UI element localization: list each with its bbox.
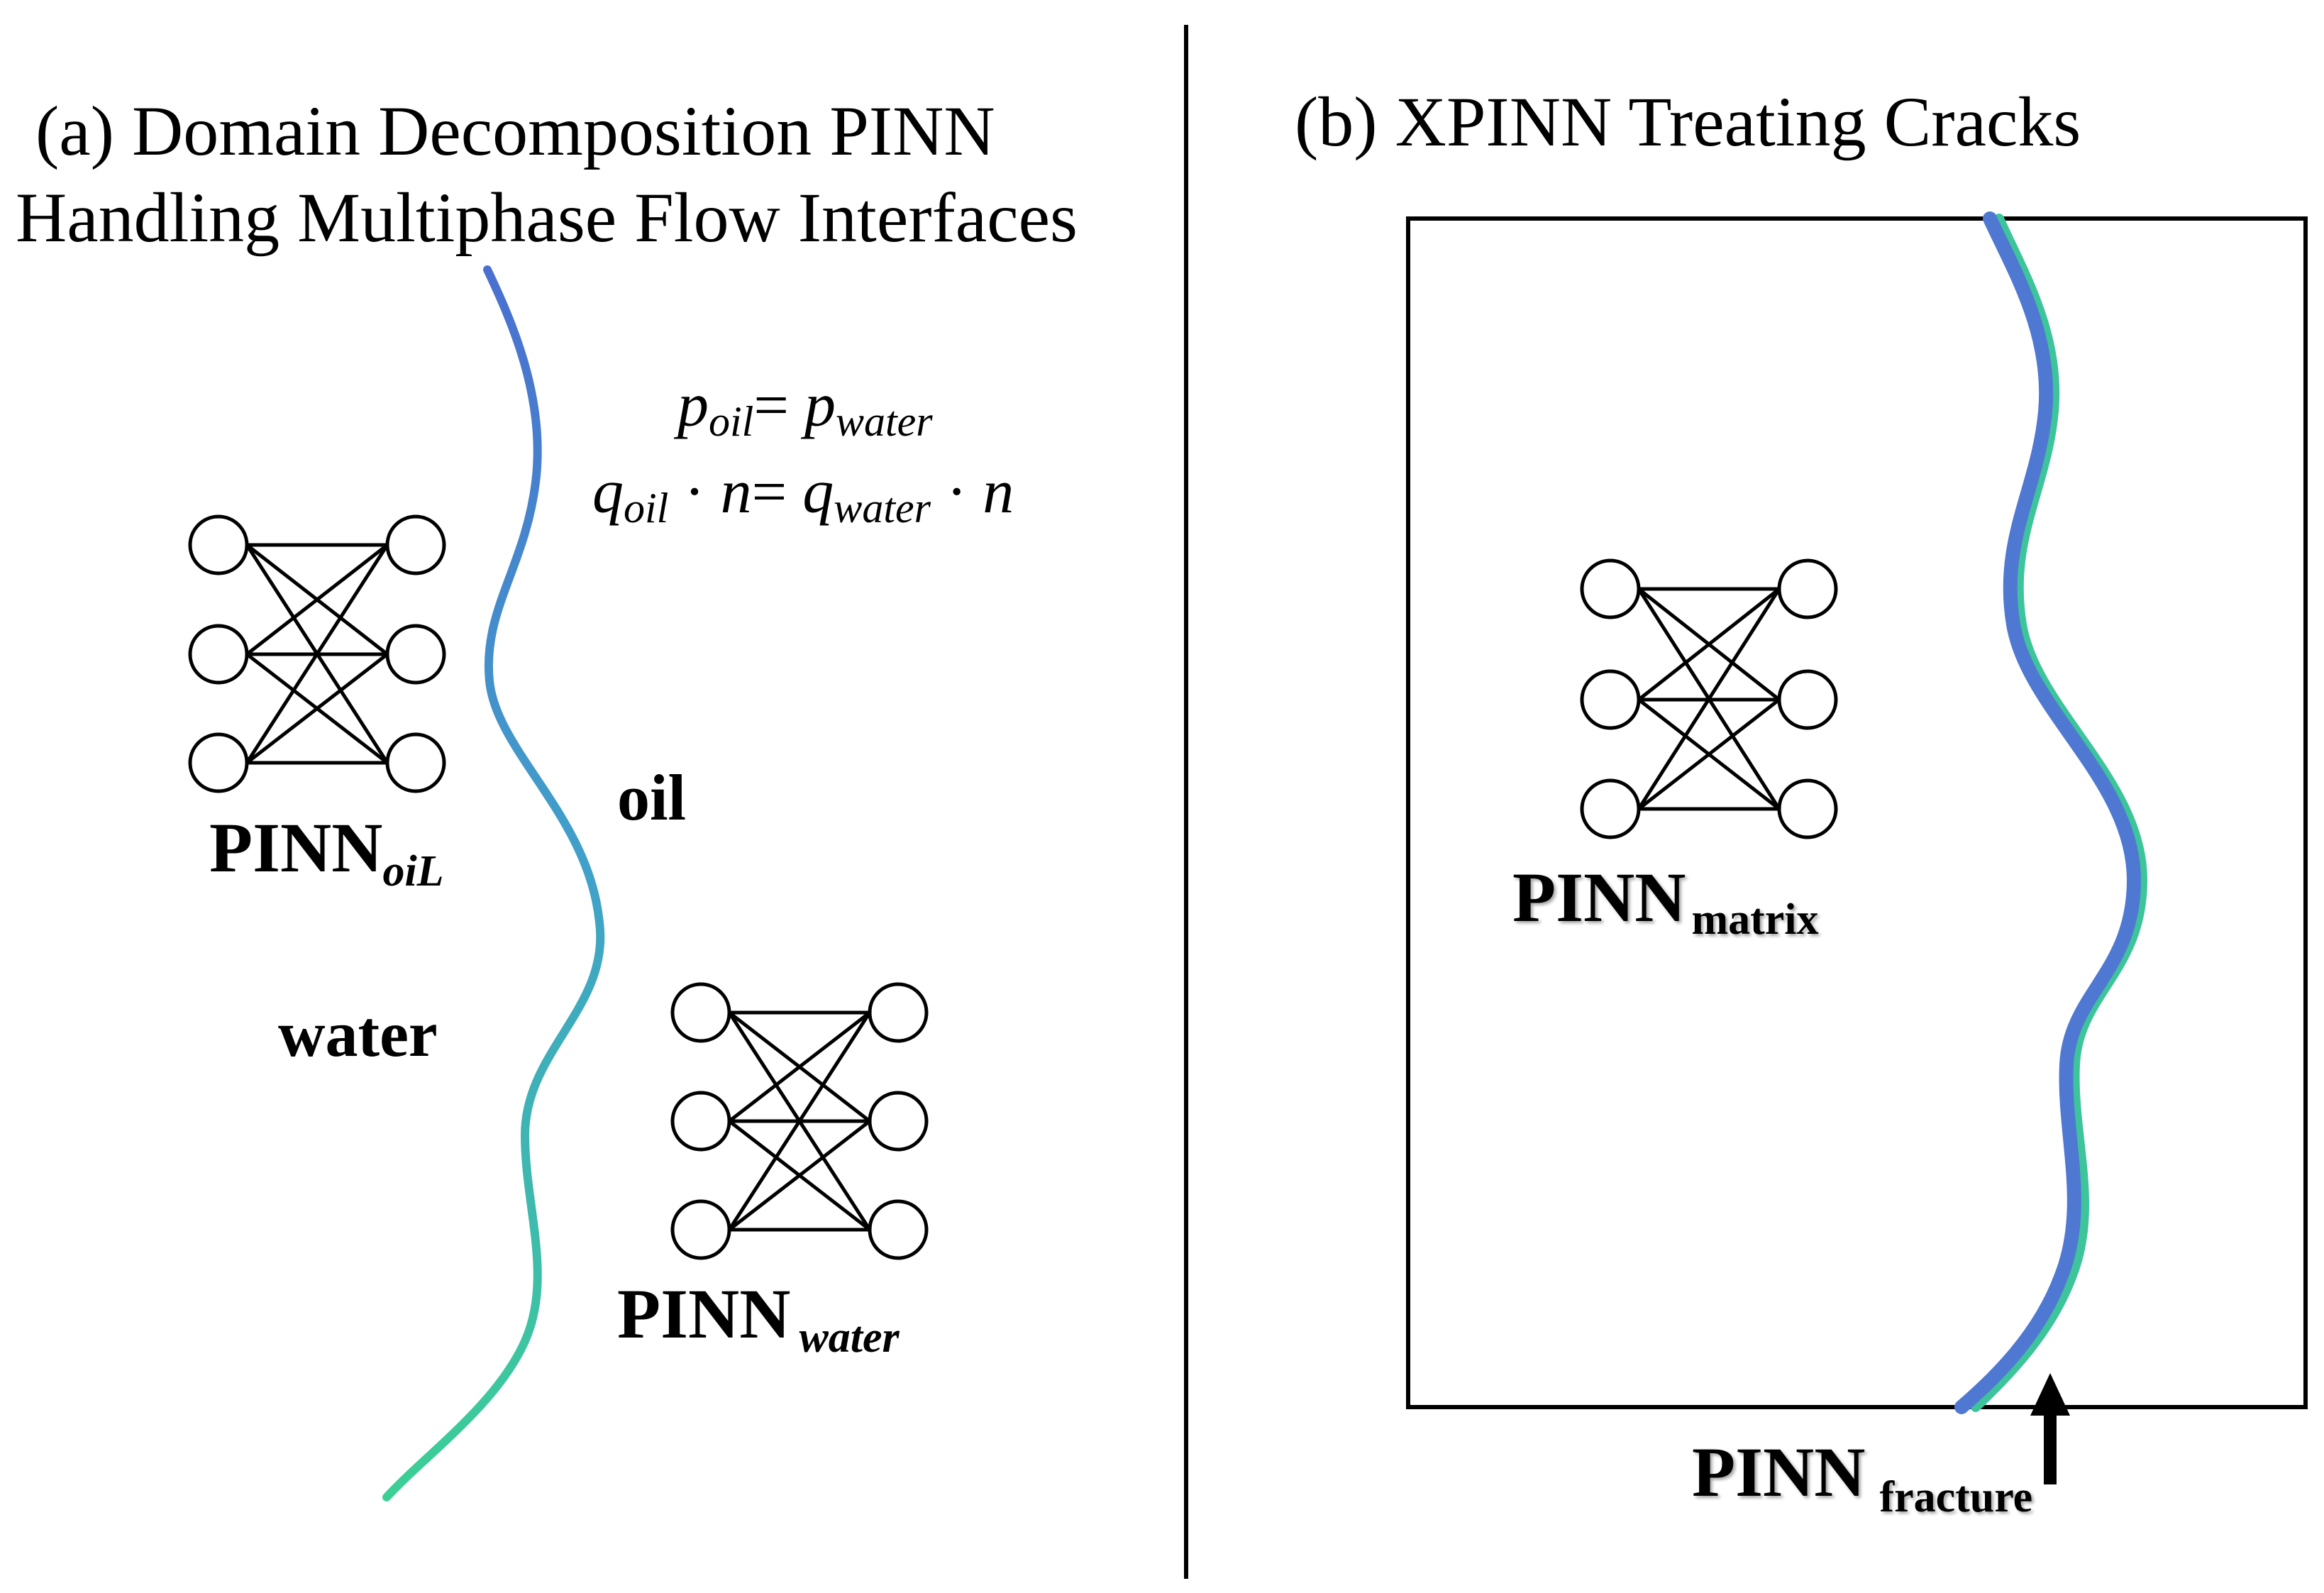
input-node	[1580, 558, 1641, 619]
network-edge	[1637, 698, 1781, 810]
pinn-water-network	[670, 982, 929, 1260]
network-edge	[245, 544, 389, 764]
output-node	[1777, 669, 1838, 730]
output-node	[385, 514, 446, 575]
panel-a-title-line1: (a) Domain Decomposition PINN	[35, 92, 995, 170]
network-edge	[728, 1120, 871, 1231]
fracture-main-crack	[1954, 211, 2142, 1414]
fracture-arrow	[2030, 1373, 2070, 1484]
input-node	[188, 624, 249, 685]
network-edge	[728, 1011, 871, 1123]
input-node	[188, 514, 249, 575]
output-node	[868, 982, 929, 1043]
fracture-green-edge	[1971, 214, 2148, 1412]
oil-region-label: oil	[617, 761, 686, 834]
output-node	[385, 732, 446, 793]
input-node	[670, 982, 731, 1043]
output-node	[1777, 778, 1838, 839]
panel-a: (a) Domain Decomposition PINN Handling M…	[16, 92, 1078, 1501]
oil-water-interface-curve	[382, 265, 605, 1501]
input-node	[1580, 669, 1641, 730]
network-edge	[727, 1011, 872, 1231]
output-node	[385, 624, 446, 685]
matrix-domain-box	[1406, 216, 2308, 1409]
interface-equation-flux: qoil · n= qwater · n	[592, 458, 1014, 531]
pinn-oil-label: PINNoiL	[209, 808, 444, 895]
interface-equation-pressure: poil= pwater	[673, 371, 933, 445]
pinn-oil-network	[188, 514, 446, 793]
network-edge	[1637, 588, 1781, 810]
input-node	[670, 1199, 731, 1260]
panel-b-title: (b) XPINN Treating Cracks	[1295, 82, 2081, 161]
water-region-label: water	[278, 998, 438, 1070]
output-node	[868, 1091, 929, 1152]
network-edge	[245, 544, 389, 656]
panel-a-title-line2: Handling Multiphase Flow Interfaces	[16, 178, 1078, 257]
network-edge	[245, 653, 389, 764]
input-node	[1580, 778, 1641, 839]
network-edge	[1637, 588, 1781, 701]
pinn-matrix-network	[1580, 558, 1838, 839]
output-node	[868, 1199, 929, 1260]
input-node	[188, 732, 249, 793]
output-node	[1777, 558, 1838, 619]
input-node	[670, 1091, 731, 1152]
